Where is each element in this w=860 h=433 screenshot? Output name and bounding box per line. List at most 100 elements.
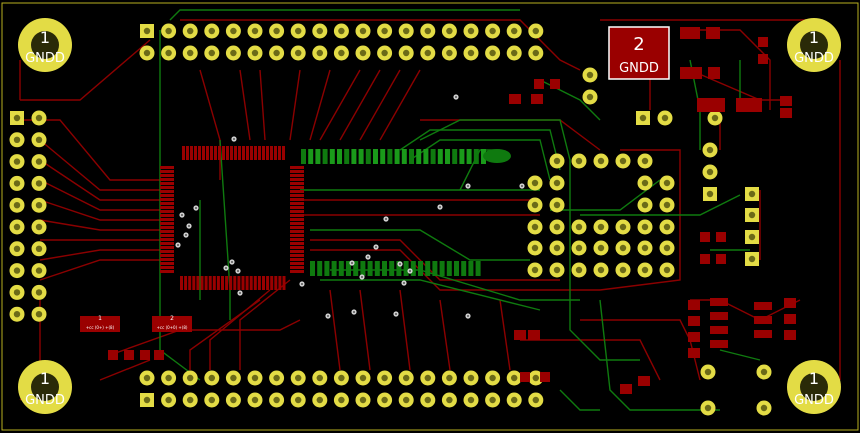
small-part-1[interactable]: 1 +cc (0+) +(8) xyxy=(80,315,120,332)
pad-hole xyxy=(35,289,43,296)
smd-pad xyxy=(688,348,700,358)
pad-hole xyxy=(338,374,345,382)
ic-pin xyxy=(212,276,216,290)
via-hole xyxy=(185,234,187,236)
header-bottom-2x19[interactable] xyxy=(139,370,544,408)
pad-hole xyxy=(760,404,768,412)
ic-pin xyxy=(160,226,174,229)
pad-hole xyxy=(35,136,43,143)
smd-strip-bottom[interactable] xyxy=(310,261,481,276)
pad-hole xyxy=(35,223,43,231)
pad-hole xyxy=(532,27,539,35)
ic-pin xyxy=(160,266,174,269)
pad-hole xyxy=(230,374,237,382)
mount-hole-bottom-left[interactable]: 1 GNDD xyxy=(18,360,72,414)
smd-pin xyxy=(389,261,395,276)
pad-hole xyxy=(143,396,151,404)
ic-pin xyxy=(160,194,174,197)
pad-hole xyxy=(511,49,518,57)
via-hole xyxy=(521,185,523,187)
pad-hole xyxy=(511,396,518,404)
smd-pin xyxy=(437,149,443,164)
pad-hole xyxy=(251,396,259,404)
mount-hole-number: 1 xyxy=(40,28,50,47)
pad-hole xyxy=(553,157,561,165)
ic-pin xyxy=(160,254,174,257)
smd-pin xyxy=(461,261,467,276)
pad-hole xyxy=(35,245,43,252)
mcu-footprint[interactable] xyxy=(160,146,304,290)
ic-pin xyxy=(160,218,174,221)
pad-hole xyxy=(251,49,259,57)
smd-strip-top[interactable] xyxy=(301,149,511,164)
header-left-2x10[interactable] xyxy=(9,110,47,322)
pad-hole xyxy=(467,27,475,35)
pad-hole xyxy=(597,244,605,252)
mount-hole-top-right[interactable]: 1 GNDD xyxy=(787,18,841,72)
ic-pin xyxy=(290,186,304,189)
pad-hole xyxy=(748,190,756,198)
pad-hole xyxy=(424,374,431,382)
gnd-pad-net: GNDD xyxy=(619,61,659,76)
small-part-2[interactable]: 2 +cc (0+0) +(8) xyxy=(152,315,192,332)
smd-pad xyxy=(108,350,118,360)
pad-hole xyxy=(230,49,237,57)
pad-hole xyxy=(446,27,453,35)
via-hole xyxy=(225,267,227,269)
pad-hole xyxy=(748,211,756,219)
header-mid-block[interactable] xyxy=(527,153,675,278)
via-hole xyxy=(403,282,405,284)
smd-pin xyxy=(301,149,306,164)
via-hole xyxy=(467,315,469,317)
ic-pin xyxy=(182,146,185,160)
pad-hole xyxy=(532,374,539,382)
pad-hole xyxy=(338,27,345,35)
mount-hole-top-left[interactable]: 1 GNDD xyxy=(18,18,72,72)
ic-pin xyxy=(290,258,304,261)
smd-pad xyxy=(697,98,725,112)
ic-pin xyxy=(254,146,257,160)
ic-pin xyxy=(274,276,278,290)
mount-hole-bottom-right[interactable]: 1 GNDD xyxy=(787,360,841,414)
pad-hole xyxy=(489,374,496,382)
smd-pad xyxy=(528,330,540,340)
pad-hole xyxy=(641,179,649,187)
pad-hole xyxy=(403,396,410,404)
ic-pin xyxy=(160,222,174,225)
pad-hole xyxy=(187,374,194,382)
pad-hole xyxy=(187,49,194,57)
pad-hole xyxy=(187,27,194,35)
smd-pin xyxy=(452,149,458,164)
pad-hole xyxy=(403,374,410,382)
smd-pin xyxy=(454,261,459,276)
smd-pad xyxy=(784,330,796,340)
ic-pin xyxy=(160,202,174,205)
pad-hole xyxy=(381,49,388,57)
pad-hole xyxy=(35,158,43,165)
ic-pin xyxy=(290,246,304,249)
smd-pad xyxy=(688,316,700,326)
header-top-2x19[interactable] xyxy=(139,23,544,61)
gnd-pad-number: 2 xyxy=(633,34,644,55)
smd-pin xyxy=(310,261,315,276)
ic-pin xyxy=(160,174,174,177)
pad-hole xyxy=(187,396,194,404)
gnd-square-pad[interactable]: 2 GNDD xyxy=(608,26,670,80)
smd-pad xyxy=(780,96,792,106)
misc-smd-components[interactable] xyxy=(108,27,796,394)
ic-pin xyxy=(290,166,304,169)
ic-pin xyxy=(290,222,304,225)
smd-pin xyxy=(394,149,400,164)
vias xyxy=(175,94,525,319)
smd-pin xyxy=(425,261,431,276)
pad-hole xyxy=(663,244,671,252)
pad-hole xyxy=(381,396,388,404)
pad-hole xyxy=(295,49,302,57)
smd-pad xyxy=(708,67,720,79)
misc-through-hole-pads[interactable] xyxy=(582,67,772,416)
smd-pad xyxy=(754,330,772,338)
smd-pad xyxy=(638,376,650,386)
smd-pad xyxy=(754,302,772,310)
